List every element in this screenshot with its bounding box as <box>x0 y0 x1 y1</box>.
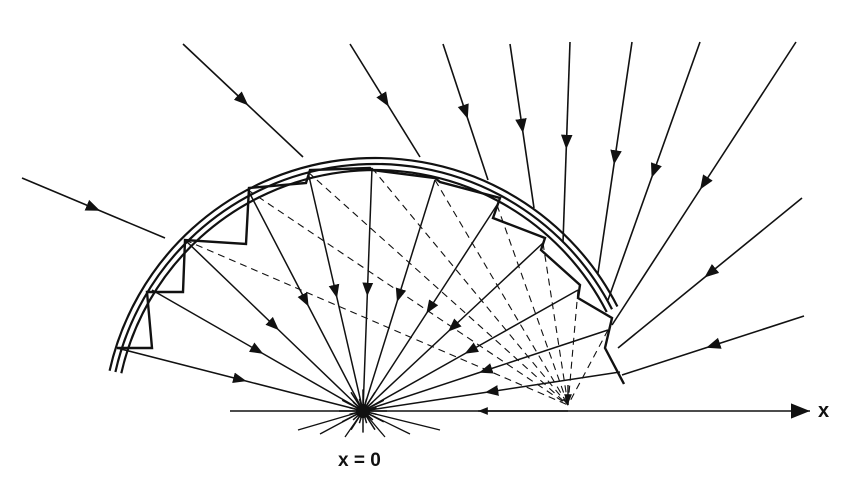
dashed-ray-2 <box>247 189 569 406</box>
converging-ray-5 <box>307 171 340 299</box>
incoming-ray-seg-2 <box>242 99 304 158</box>
incoming-ray-9 <box>700 41 797 190</box>
converging-ray-11 <box>479 329 609 374</box>
incoming-ray-4 <box>442 43 469 119</box>
incoming-ray-11 <box>706 315 805 349</box>
incoming-ray-2 <box>182 43 249 106</box>
incoming-ray-6 <box>560 41 573 150</box>
converging-ray-4 <box>247 189 309 307</box>
converging-ray-seg-9 <box>362 326 454 412</box>
focal-point <box>356 404 370 418</box>
converging-ray-seg-11 <box>362 369 486 412</box>
burst-fan-2 <box>319 410 364 435</box>
incoming-ray-7 <box>610 41 633 165</box>
shell-arc-3 <box>108 156 619 371</box>
incoming-ray-1 <box>21 177 101 211</box>
converging-ray-10 <box>464 289 579 354</box>
burst-fan-1 <box>297 410 364 431</box>
incoming-ray-seg-6 <box>562 141 568 243</box>
converging-ray-seg-4 <box>304 300 364 412</box>
staircase-facets <box>117 166 626 385</box>
converging-ray-6 <box>362 167 374 297</box>
focal-burst-group <box>297 389 441 438</box>
incoming-ray-seg-9 <box>611 183 705 326</box>
incoming-ray-seg-10 <box>617 272 711 349</box>
incoming-ray-seg-8 <box>607 170 655 301</box>
incoming-ray-10 <box>704 197 803 278</box>
x-axis-label: x <box>818 400 830 422</box>
incoming-ray-seg-3 <box>384 100 421 158</box>
converging-ray-seg-1 <box>239 378 364 412</box>
dashed-ray-7 <box>542 242 569 406</box>
incoming-ray-seg-7 <box>597 157 616 274</box>
dashed-ray-9 <box>567 329 609 406</box>
incoming-ray-seg-4 <box>464 111 489 181</box>
dashed-ray-4 <box>371 167 569 406</box>
converging-ray-12 <box>484 371 621 396</box>
dashed-ray-1 <box>184 239 569 406</box>
converging-ray-7 <box>395 179 436 302</box>
dashed-ray-3 <box>307 171 569 406</box>
converging-ray-1 <box>116 347 247 384</box>
converging-ray-seg-7 <box>362 295 400 412</box>
burst-fan-6 <box>362 410 441 431</box>
rays-group <box>21 41 805 412</box>
dashed-ray-8 <box>567 289 579 406</box>
incoming-ray-seg-5 <box>521 125 535 209</box>
converging-ray-seg-12 <box>362 390 492 412</box>
dashed-rays-group <box>184 167 609 406</box>
burst-fan-5 <box>362 410 411 435</box>
converging-ray-3 <box>184 239 279 331</box>
incoming-ray-seg-11 <box>621 344 714 376</box>
converging-ray-seg-5 <box>334 291 364 412</box>
converging-ray-seg-2 <box>257 349 364 412</box>
converging-ray-2 <box>151 289 264 354</box>
shell-arc-1 <box>120 169 608 374</box>
incoming-ray-8 <box>650 41 701 178</box>
origin-label: x = 0 <box>338 450 381 471</box>
shell-group <box>108 156 626 385</box>
shell-arc-2 <box>114 162 613 373</box>
dashed-ray-5 <box>434 179 569 406</box>
converging-ray-seg-3 <box>273 324 364 412</box>
incoming-ray-seg-1 <box>93 207 166 239</box>
converging-ray-8 <box>426 204 498 314</box>
incoming-ray-3 <box>349 43 389 107</box>
incoming-ray-5 <box>509 43 527 134</box>
converging-ray-9 <box>448 242 544 332</box>
